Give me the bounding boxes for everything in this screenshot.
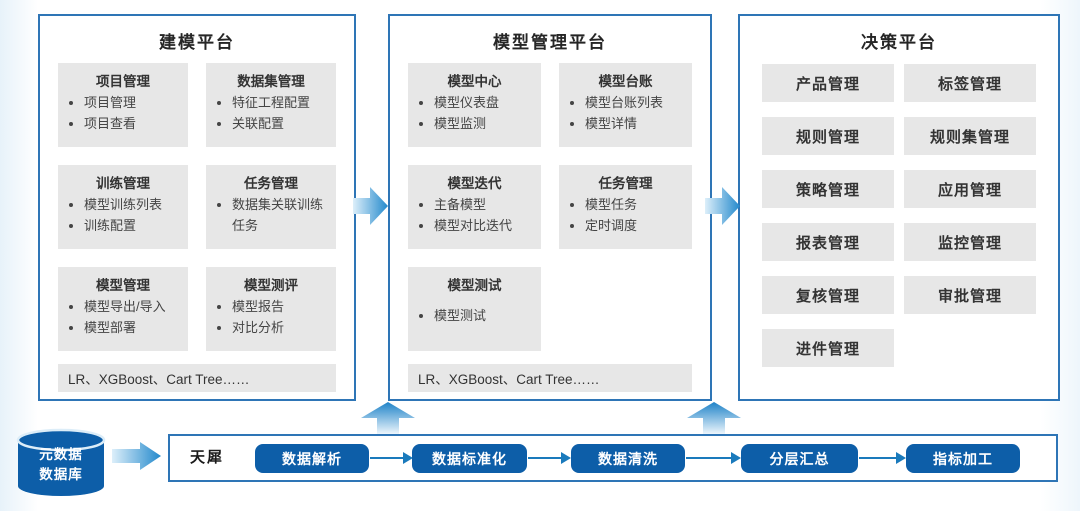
database-label-line2: 数据库 xyxy=(39,466,83,482)
module-model-iteration: 模型迭代 主备模型 模型对比迭代 xyxy=(408,165,541,249)
decision-item-monitoring: 监控管理 xyxy=(904,223,1036,261)
module-item: 模型训练列表 xyxy=(84,195,184,216)
module-item: 模型报告 xyxy=(232,297,332,318)
decision-item-intake: 进件管理 xyxy=(762,329,894,367)
right-arrow-icon xyxy=(705,187,740,225)
module-task-management: 任务管理 数据集关联训练任务 xyxy=(206,165,336,249)
pipeline-stage-data-parsing: 数据解析 xyxy=(255,444,369,473)
module-item: 定时调度 xyxy=(585,216,688,237)
module-title: 任务管理 xyxy=(598,176,653,191)
decision-item-ruleset: 规则集管理 xyxy=(904,117,1036,155)
db-to-pipeline-arrow-icon xyxy=(112,442,161,470)
module-item: 模型仪表盘 xyxy=(434,93,537,114)
right-arrow-icon xyxy=(353,187,388,225)
stage-connector-arrow xyxy=(859,452,906,464)
module-item: 训练配置 xyxy=(84,216,184,237)
module-item: 关联配置 xyxy=(232,114,332,135)
module-item: 模型导出/导入 xyxy=(84,297,184,318)
module-item: 模型台账列表 xyxy=(585,93,688,114)
panel-modeling-platform: 建模平台 项目管理 项目管理 项目查看 数据集管理 特征工程配置 关联配置 训练… xyxy=(38,14,356,401)
module-title: 项目管理 xyxy=(96,74,150,89)
module-item: 模型部署 xyxy=(84,318,184,339)
module-item: 项目查看 xyxy=(84,114,184,135)
panel-title: 决策平台 xyxy=(861,33,937,52)
module-item: 主备模型 xyxy=(434,195,537,216)
module-model-evaluation: 模型测评 模型报告 对比分析 xyxy=(206,267,336,351)
pipeline-stage-layered-aggregation: 分层汇总 xyxy=(741,444,858,473)
decision-item-application: 应用管理 xyxy=(904,170,1036,208)
module-task-management: 任务管理 模型任务 定时调度 xyxy=(559,165,692,249)
pipeline-stage-data-cleaning: 数据清洗 xyxy=(571,444,685,473)
module-model-ledger: 模型台账 模型台账列表 模型详情 xyxy=(559,63,692,147)
data-pipeline-container: 天犀 数据解析 数据标准化 数据清洗 分层汇总 指标加工 xyxy=(168,434,1058,482)
algorithms-bar: LR、XGBoost、Cart Tree…… xyxy=(58,364,336,392)
decision-button-grid: 产品管理 标签管理 规则管理 规则集管理 策略管理 应用管理 报表管理 监控管理… xyxy=(762,64,1036,367)
module-grid: 项目管理 项目管理 项目查看 数据集管理 特征工程配置 关联配置 训练管理 模型… xyxy=(58,63,336,351)
module-item: 数据集关联训练任务 xyxy=(232,195,332,237)
decision-item-approval: 审批管理 xyxy=(904,276,1036,314)
database-label-line1: 元数据 xyxy=(39,447,83,462)
pipeline-stage-metric-processing: 指标加工 xyxy=(906,444,1020,473)
module-model-testing: 模型测试 模型测试 xyxy=(408,267,541,351)
module-item: 模型任务 xyxy=(585,195,688,216)
module-title: 数据集管理 xyxy=(237,74,305,89)
module-item: 特征工程配置 xyxy=(232,93,332,114)
module-training-management: 训练管理 模型训练列表 训练配置 xyxy=(58,165,188,249)
module-grid: 模型中心 模型仪表盘 模型监测 模型台账 模型台账列表 模型详情 模型迭代 主备… xyxy=(408,63,692,351)
panel-title: 模型管理平台 xyxy=(493,33,607,52)
module-model-management: 模型管理 模型导出/导入 模型部署 xyxy=(58,267,188,351)
module-item: 模型测试 xyxy=(434,306,537,327)
up-arrow-icon xyxy=(361,402,415,434)
module-title: 模型迭代 xyxy=(447,176,502,191)
panel-decision-platform: 决策平台 产品管理 标签管理 规则管理 规则集管理 策略管理 应用管理 报表管理… xyxy=(738,14,1060,401)
decision-item-product: 产品管理 xyxy=(762,64,894,102)
decision-item-strategy: 策略管理 xyxy=(762,170,894,208)
pipeline-label: 天犀 xyxy=(190,449,225,466)
module-title: 模型测试 xyxy=(447,278,502,293)
stage-connector-arrow xyxy=(528,452,571,464)
database-label: 元数据 数据库 xyxy=(16,445,106,484)
stage-connector-arrow xyxy=(370,452,413,464)
panel-title: 建模平台 xyxy=(159,33,235,52)
module-item: 模型监测 xyxy=(434,114,537,135)
stage-connector-arrow xyxy=(686,452,741,464)
module-model-center: 模型中心 模型仪表盘 模型监测 xyxy=(408,63,541,147)
module-item: 项目管理 xyxy=(84,93,184,114)
pipeline-stage-data-standardization: 数据标准化 xyxy=(412,444,527,473)
decision-item-review: 复核管理 xyxy=(762,276,894,314)
decision-item-label: 标签管理 xyxy=(904,64,1036,102)
module-project-management: 项目管理 项目管理 项目查看 xyxy=(58,63,188,147)
algorithms-bar: LR、XGBoost、Cart Tree…… xyxy=(408,364,692,392)
module-title: 任务管理 xyxy=(244,176,298,191)
module-title: 模型测评 xyxy=(244,278,298,293)
decision-item-rule: 规则管理 xyxy=(762,117,894,155)
decision-item-report: 报表管理 xyxy=(762,223,894,261)
module-dataset-management: 数据集管理 特征工程配置 关联配置 xyxy=(206,63,336,147)
module-title: 模型管理 xyxy=(96,278,150,293)
metadata-database: 元数据 数据库 xyxy=(16,428,106,498)
database-cylinder-icon xyxy=(16,428,106,496)
module-title: 训练管理 xyxy=(96,176,150,191)
up-arrow-icon xyxy=(687,402,741,434)
module-item: 模型详情 xyxy=(585,114,688,135)
module-item: 对比分析 xyxy=(232,318,332,339)
module-item: 模型对比迭代 xyxy=(434,216,537,237)
panel-model-management-platform: 模型管理平台 模型中心 模型仪表盘 模型监测 模型台账 模型台账列表 模型详情 … xyxy=(388,14,712,401)
module-title: 模型台账 xyxy=(598,74,653,89)
module-title: 模型中心 xyxy=(447,74,502,89)
